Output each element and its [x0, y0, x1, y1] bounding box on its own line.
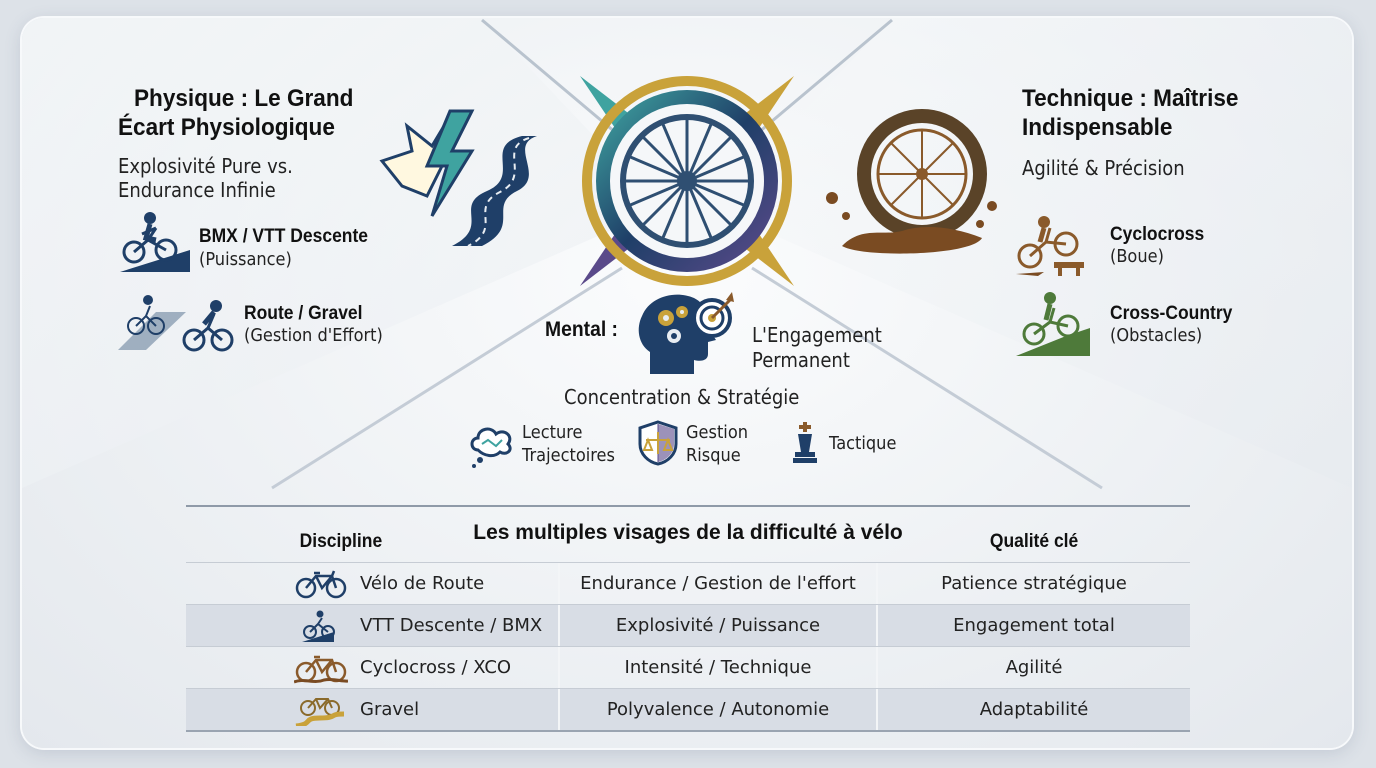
shield-scale-icon [638, 420, 678, 466]
table-row: Cyclocross / XCO Intensité / Technique A… [186, 646, 1190, 688]
cyclocross-rider-icon [1016, 216, 1084, 276]
physique-subtitle-line2: Endurance Infinie [118, 178, 276, 202]
physique-item1-name: BMX / VTT Descente [199, 226, 369, 247]
technique-item2-detail: (Obstacles) [1110, 325, 1203, 346]
gravel-bike-icon [295, 698, 345, 726]
table-row: Vélo de Route Endurance / Gestion de l'e… [186, 562, 1190, 604]
mental-item3-line1: Tactique [829, 433, 897, 454]
technique-subtitle: Agilité & Précision [1022, 156, 1185, 180]
physique-item1-detail: (Puissance) [199, 249, 292, 270]
header-qualite: Qualité clé [989, 531, 1079, 552]
technique-item2-name: Cross-Country [1110, 303, 1233, 324]
mental-item1-line2: Trajectoires [522, 445, 615, 466]
technique-item1-name: Cyclocross [1110, 224, 1205, 245]
chess-king-icon [793, 422, 817, 463]
cell-effort: Intensité / Technique [560, 647, 878, 688]
mental-item2-line2: Risque [686, 445, 741, 466]
table-caption: Les multiples visages de la difficulté à… [473, 521, 903, 544]
technique-item1-detail: (Boue) [1110, 246, 1164, 267]
mental-label: Mental : [545, 318, 618, 341]
cell-qualite: Agilité [1005, 657, 1063, 678]
technique-title-line2: Indispensable [1022, 114, 1173, 141]
mental-title-line1: L'Engagement [752, 323, 882, 347]
physique-item2-detail: (Gestion d'Effort) [244, 325, 383, 346]
cell-qualite: Adaptabilité [979, 699, 1089, 720]
cross-country-rider-icon [1016, 292, 1090, 356]
cyclocross-bike-icon [294, 655, 348, 684]
cell-qualite: Engagement total [953, 615, 1115, 636]
physique-title-line2: Écart Physiologique [118, 114, 335, 141]
technique-title-line1: Technique : Maîtrise [1022, 85, 1239, 112]
cell-discipline: VTT Descente / BMX [186, 605, 560, 646]
mental-title-line2: Permanent [752, 348, 850, 372]
physique-title-line1: Physique : Le Grand [134, 85, 354, 112]
road-riders-icon [118, 295, 234, 352]
cell-effort: Endurance / Gestion de l'effort [560, 563, 878, 604]
table-header: Les multiples visages de la difficulté à… [186, 505, 1190, 562]
discipline-label: Vélo de Route [360, 573, 485, 594]
mental-item2-line1: Gestion [686, 422, 749, 443]
discipline-label: Cyclocross / XCO [360, 657, 512, 678]
central-wheel-icon [580, 76, 794, 286]
comparison-table: Les multiples visages de la difficulté à… [186, 505, 1190, 732]
lightning-road-icon [379, 109, 537, 247]
discipline-label: Gravel [360, 699, 420, 720]
table-row: VTT Descente / BMX Explosivité / Puissan… [186, 604, 1190, 646]
mental-subtitle: Concentration & Stratégie [564, 385, 800, 409]
cell-discipline: Cyclocross / XCO [186, 647, 560, 688]
table-row: Gravel Polyvalence / Autonomie Adaptabil… [186, 688, 1190, 732]
cell-discipline: Vélo de Route [186, 563, 560, 604]
physique-subtitle-line1: Explosivité Pure vs. [118, 154, 293, 178]
physique-item2-name: Route / Gravel [244, 303, 363, 324]
mental-item1-line1: Lecture [522, 422, 583, 443]
brain-target-icon [638, 292, 734, 374]
downhill-rider-icon [120, 212, 190, 272]
discipline-label: VTT Descente / BMX [360, 615, 543, 636]
cell-effort: Explosivité / Puissance [560, 605, 878, 646]
downhill-rider-icon [302, 610, 335, 642]
road-bike-icon [295, 570, 347, 599]
header-discipline: Discipline [299, 531, 383, 552]
cell-discipline: Gravel [186, 689, 560, 730]
thought-cloud-icon [470, 427, 512, 468]
cell-effort: Polyvalence / Autonomie [560, 689, 878, 730]
muddy-wheel-icon [826, 109, 997, 254]
cell-qualite: Patience stratégique [941, 573, 1127, 594]
